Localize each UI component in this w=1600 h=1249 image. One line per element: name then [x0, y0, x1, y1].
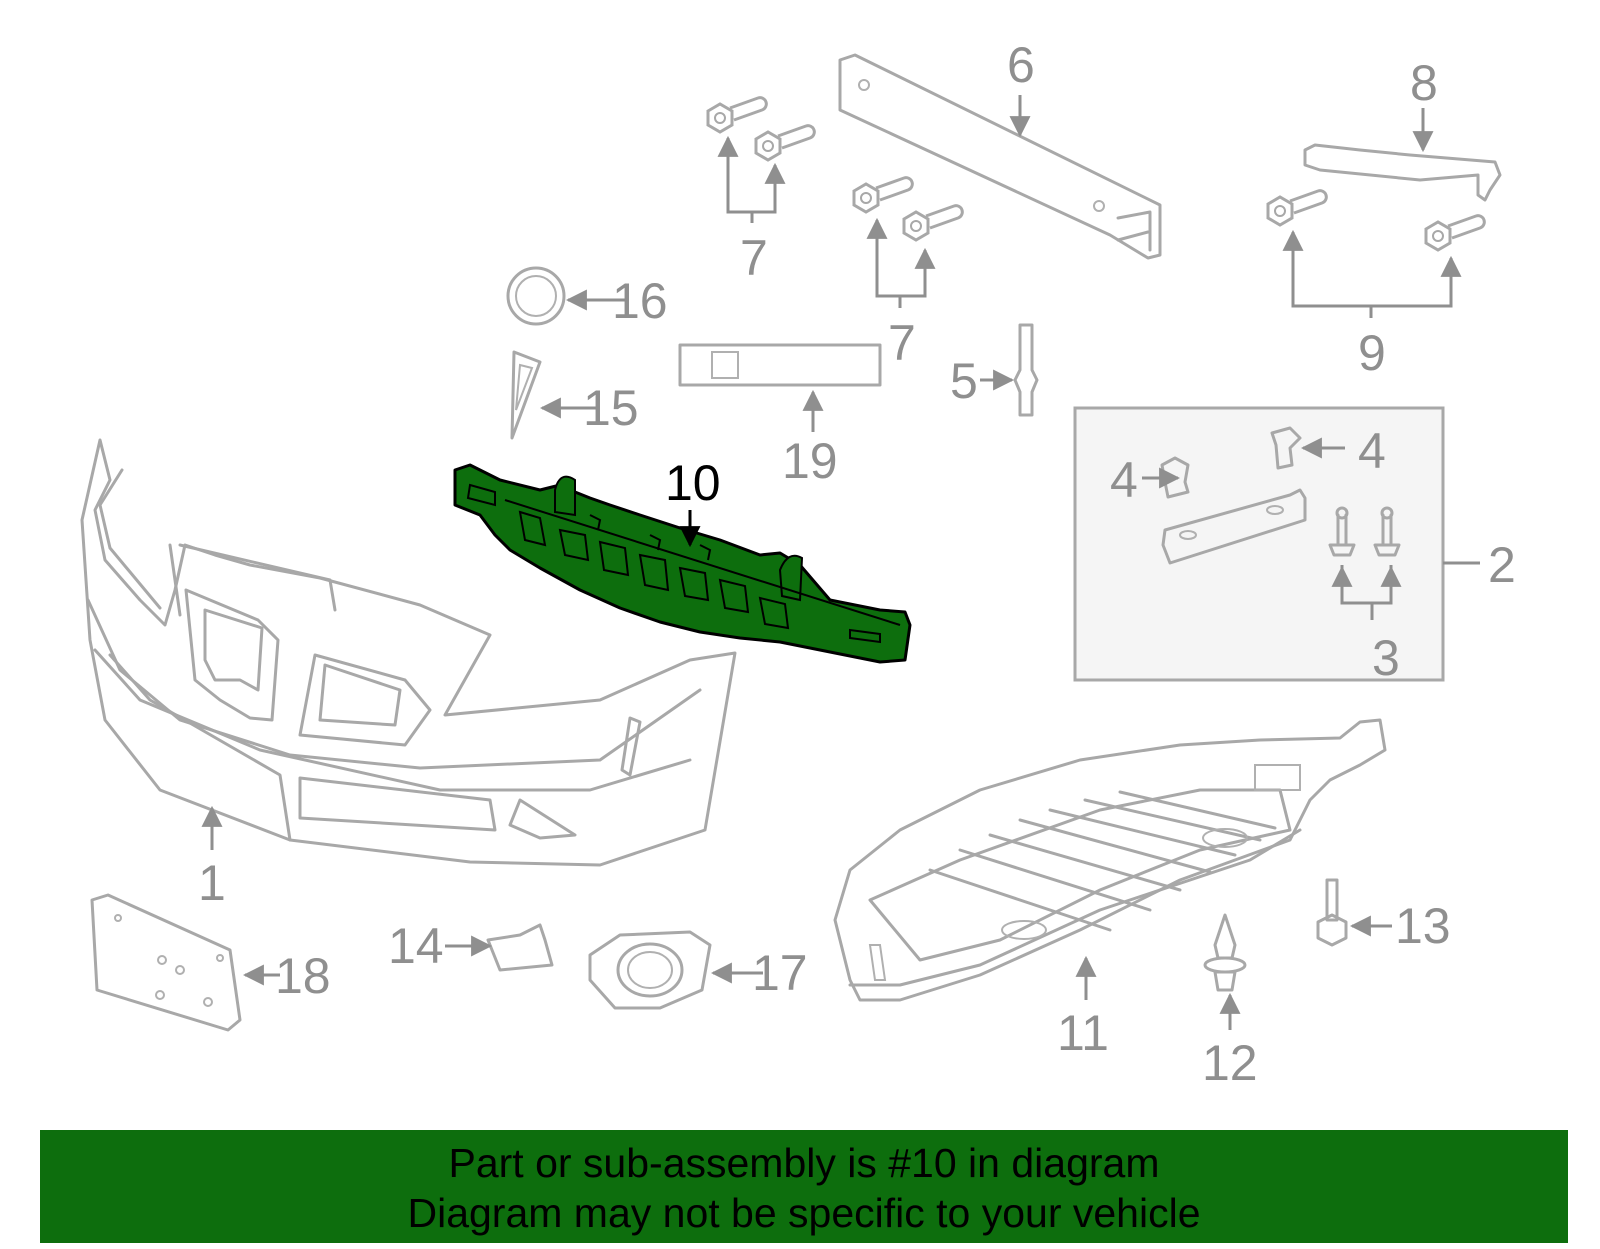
- part-2-bracket-kit-box: [1073, 406, 1445, 682]
- callout-15: 15: [583, 380, 639, 436]
- callout-8: 8: [1410, 55, 1438, 111]
- part-7-bolts: [706, 96, 964, 242]
- callout-12: 12: [1202, 1035, 1258, 1091]
- part-8-upper-bracket: [1303, 143, 1502, 202]
- parts-diagram: 1 2 3 4 4 5 6 7 7 8 9 10 11 12 13 14 15 …: [80, 37, 1516, 1091]
- callout-7-bottom: 7: [888, 315, 916, 371]
- callout-4-left: 4: [1110, 452, 1138, 508]
- part-15-trim: [510, 350, 542, 440]
- callout-6: 6: [1007, 37, 1035, 93]
- callout-13: 13: [1395, 898, 1451, 954]
- part-14-bracket: [486, 923, 554, 972]
- part-19-label: [678, 343, 882, 387]
- part-6-reinforcement-bar: [838, 53, 1162, 260]
- callout-16: 16: [612, 273, 668, 329]
- callout-7-top: 7: [740, 230, 768, 286]
- part-17-fog-bezel: [588, 930, 712, 1010]
- part-5-pin-fastener: [1013, 323, 1039, 417]
- part-9-bolts: [1266, 189, 1486, 252]
- leader-lines: [201, 95, 1480, 1030]
- callout-2: 2: [1488, 537, 1516, 593]
- callout-3: 3: [1372, 630, 1400, 686]
- callout-1: 1: [198, 855, 226, 911]
- callout-4-right: 4: [1358, 423, 1386, 479]
- callout-14: 14: [388, 918, 444, 974]
- part-12-push-clip: [1203, 913, 1247, 992]
- callout-10: 10: [665, 455, 721, 511]
- callout-19: 19: [782, 433, 838, 489]
- callout-9: 9: [1358, 325, 1386, 381]
- callout-18: 18: [275, 948, 331, 1004]
- footer-banner: Part or sub-assembly is #10 in diagram D…: [40, 1130, 1568, 1243]
- callout-5: 5: [950, 353, 978, 409]
- callout-labels: 1 2 3 4 4 5 6 7 7 8 9 10 11 12 13 14 15 …: [198, 37, 1516, 1091]
- part-11-underbody-shield: [833, 718, 1387, 1002]
- part-1-bumper-fascia: [80, 438, 737, 867]
- part-16-grommet: [506, 266, 566, 326]
- part-10-energy-absorber: [453, 463, 912, 664]
- callout-17: 17: [752, 945, 808, 1001]
- part-18-license-bracket: [90, 893, 242, 1032]
- callout-11: 11: [1057, 1005, 1109, 1061]
- footer-line-1: Part or sub-assembly is #10 in diagram: [448, 1140, 1160, 1186]
- footer-line-2: Diagram may not be specific to your vehi…: [407, 1190, 1201, 1236]
- part-13-bolt: [1316, 878, 1348, 947]
